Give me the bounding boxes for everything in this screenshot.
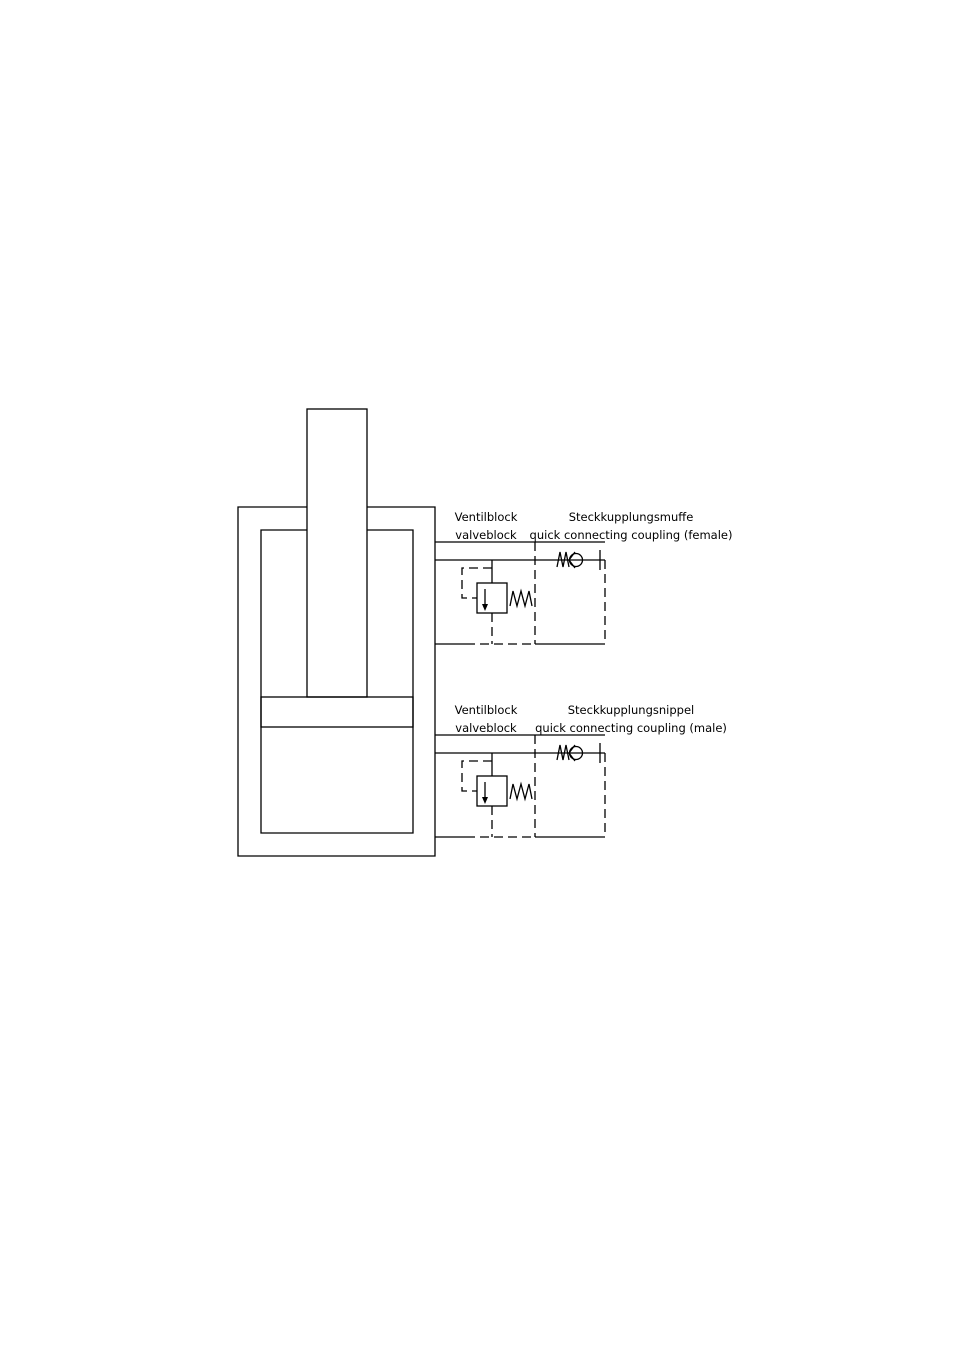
cylinder-inner-bore bbox=[261, 530, 413, 833]
coupling-label-en-lower: quick connecting coupling (male) bbox=[535, 721, 727, 735]
piston bbox=[261, 697, 413, 727]
hydraulic-cylinder bbox=[238, 409, 435, 856]
valveblock-label-de-lower: Ventilblock bbox=[455, 703, 518, 717]
pressure-relief-valve-upper bbox=[462, 560, 532, 644]
pressure-relief-valve-lower bbox=[462, 753, 532, 837]
cylinder-outer-housing bbox=[238, 507, 435, 856]
coupling-label-de-lower: Steckkupplungsnippel bbox=[568, 703, 694, 717]
coupling-label-de-upper: Steckkupplungsmuffe bbox=[569, 510, 694, 524]
upper-circuit: Ventilblock valveblock Steckkupplungsmuf… bbox=[435, 510, 732, 644]
valveblock-label-de-upper: Ventilblock bbox=[455, 510, 518, 524]
valveblock-label-en-upper: valveblock bbox=[455, 528, 517, 542]
lower-circuit: Ventilblock valveblock Steckkupplungsnip… bbox=[435, 703, 727, 837]
valveblock-label-en-lower: valveblock bbox=[455, 721, 517, 735]
quick-coupling-female-symbol bbox=[557, 550, 605, 644]
coupling-label-en-upper: quick connecting coupling (female) bbox=[530, 528, 733, 542]
quick-coupling-male-symbol bbox=[557, 743, 605, 837]
piston-rod bbox=[307, 409, 367, 697]
